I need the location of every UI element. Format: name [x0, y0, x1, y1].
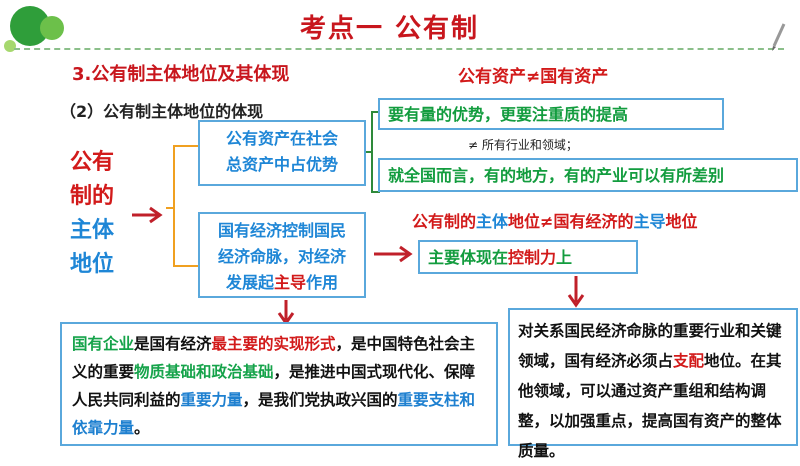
box-soe: 国有企业是国有经济最主要的实现形式，是中国特色社会主义的重要物质基础和政治基础，… — [60, 322, 498, 446]
box-state-economy-line1: 国有经济控制国民 — [217, 221, 346, 240]
side-label-line4: 地位 — [70, 252, 115, 277]
note-mid-p2: 主体 — [476, 212, 509, 231]
soe-s6: ，是推进中国式现代化、保障人民共同利益的 — [72, 363, 476, 409]
key-s1: 对关系国民经济命脉的重要行业和关键领域，国有经济必须占 — [518, 322, 782, 370]
box-state-economy-line3: 发展起主导作用 — [206, 270, 358, 296]
box-b-l3-em: 主导 — [273, 273, 306, 292]
box-control-em: 控制力 — [508, 248, 557, 267]
box-key-sectors-text: 对关系国民经济命脉的重要行业和关键领域，国有经济必须占支配地位。在其他领域，可以… — [518, 316, 788, 466]
key-s2: 支配 — [673, 352, 705, 370]
decor-circle-small — [4, 40, 16, 52]
arrow-right-icon — [132, 206, 163, 224]
box-control-text: 主要体现在控制力上 — [428, 244, 628, 272]
note-mid: 公有制的主体地位≠国有经济的主导地位 — [412, 208, 697, 232]
arrow-right-icon-2 — [374, 245, 413, 263]
note-mid-p5: 地位 — [665, 212, 698, 231]
sub-heading: （2）公有制主体地位的体现 — [60, 102, 264, 121]
side-label-line1: 公有 — [70, 150, 115, 175]
page-title: 考点一 公有制 — [300, 14, 480, 44]
note-mid-p1: 公有制的 — [412, 212, 477, 231]
box-quality: 要有量的优势，更要注重质的提高 — [378, 98, 724, 130]
box-b-l3-post: 作用 — [306, 273, 339, 292]
soe-s3: 最主要的实现形式 — [211, 335, 336, 353]
soe-s10: 。 — [134, 419, 150, 437]
box-regional-text: 就全国而言，有的地方，有的产业可以有所差别 — [388, 166, 725, 185]
note-mid-p3: 地位≠国有经济的 — [508, 212, 634, 231]
box-control-post: 上 — [556, 248, 573, 267]
title-divider — [14, 48, 784, 50]
box-key-sectors: 对关系国民经济命脉的重要行业和关键领域，国有经济必须占支配地位。在其他领域，可以… — [508, 308, 798, 460]
side-label-line2: 制的 — [70, 184, 115, 209]
side-label-line3: 主体 — [70, 218, 115, 243]
box-quality-text: 要有量的优势，更要注重质的提高 — [388, 105, 629, 124]
box-b-l3-pre: 发展起 — [225, 273, 274, 292]
soe-s9: 重要支柱和依靠力量 — [72, 391, 476, 437]
box-public-assets: 公有资产在社会 总资产中占优势 — [198, 120, 366, 186]
box-state-economy-line2: 经济命脉，对经济 — [217, 247, 346, 266]
box-regional: 就全国而言，有的地方，有的产业可以有所差别 — [378, 158, 798, 192]
box-control: 主要体现在控制力上 — [418, 240, 638, 274]
box-state-economy: 国有经济控制国民 经济命脉，对经济 发展起主导作用 — [198, 212, 366, 298]
decor-circle-medium — [40, 16, 64, 40]
box-control-pre: 主要体现在 — [428, 248, 509, 267]
soe-s4: ，是中国特色社会主义的重要 — [72, 335, 476, 381]
arrow-down-icon-2 — [567, 276, 585, 308]
soe-s7: 重要力量 — [180, 391, 243, 409]
box-public-assets-line2: 总资产中占优势 — [225, 155, 338, 174]
bracket-right — [366, 111, 380, 193]
small-note: ≠ 所有行业和领域； — [468, 138, 578, 152]
section-heading: 3.公有制主体地位及其体现 — [72, 64, 290, 85]
soe-s2: 是国有经济 — [134, 335, 212, 353]
note-mid-p4: 主导 — [633, 212, 666, 231]
box-soe-text: 国有企业是国有经济最主要的实现形式，是中国特色社会主义的重要物质基础和政治基础，… — [72, 330, 486, 442]
note-top: 公有资产≠国有资产 — [458, 67, 609, 87]
soe-s1: 国有企业 — [72, 335, 135, 353]
soe-s8: ，是我们党执政兴国的 — [242, 391, 398, 409]
side-label: 公有 制的 主体 地位 — [70, 146, 114, 282]
pencil-icon — [772, 23, 786, 51]
soe-s5: 物质基础和政治基础 — [134, 363, 274, 381]
bracket — [166, 145, 198, 267]
box-public-assets-line1: 公有资产在社会 — [225, 129, 338, 148]
